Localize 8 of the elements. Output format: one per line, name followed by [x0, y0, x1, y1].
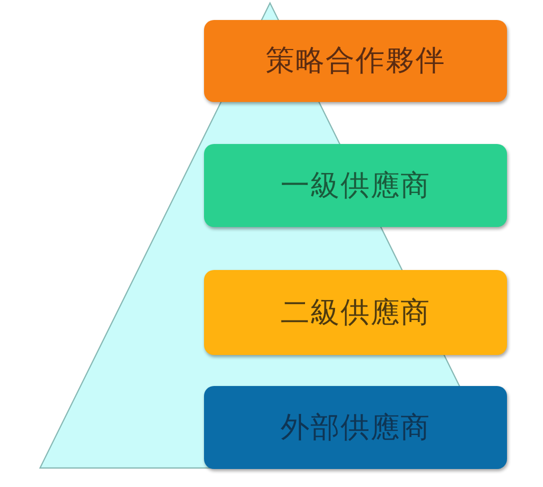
tier-box — [204, 144, 507, 227]
tier-box — [204, 270, 507, 355]
tier-label: 二級供應商 — [280, 294, 430, 330]
tier-box — [204, 20, 507, 102]
tier-label: 外部供應商 — [280, 408, 430, 446]
tier-box — [204, 386, 507, 469]
tier-label: 策略合作夥伴 — [266, 42, 446, 79]
tier-label: 一級供應商 — [280, 166, 430, 204]
